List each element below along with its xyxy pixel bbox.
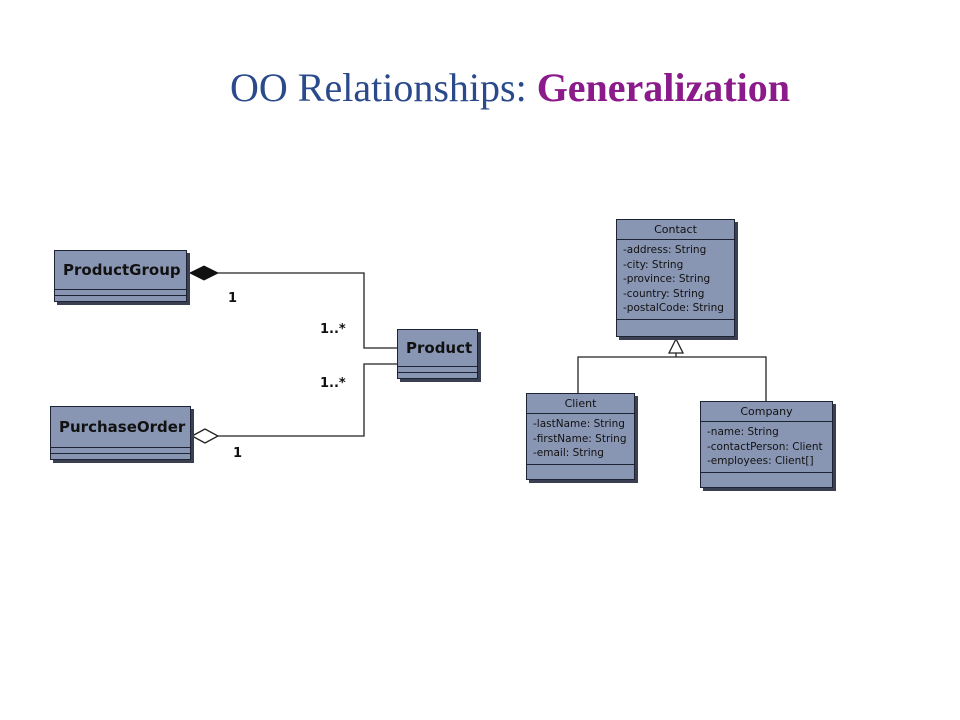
multiplicity-product-bottom: 1..*: [320, 376, 346, 391]
attribute: -name: String: [707, 426, 779, 438]
class-name: PurchaseOrder: [51, 407, 190, 448]
methods-compartment: [617, 320, 734, 336]
title-highlight: Generalization: [536, 65, 790, 110]
attribute: -employees: Client[]: [707, 455, 814, 468]
methods-compartment: [701, 473, 832, 487]
class-product: Product: [397, 329, 478, 379]
generalization-lines: [577, 356, 767, 401]
class-productgroup: ProductGroup: [54, 250, 187, 302]
methods-compartment: [55, 296, 186, 301]
attributes-compartment: -lastName: String -firstName: String -em…: [527, 414, 634, 465]
attribute: -firstName: String: [533, 432, 627, 445]
multiplicity-productgroup: 1: [228, 291, 238, 306]
composition-line: [218, 272, 398, 349]
class-name: Product: [398, 330, 477, 367]
generalization-arrow: [667, 337, 685, 354]
title-prefix: OO Relationships:: [230, 65, 537, 110]
class-purchaseorder: PurchaseOrder: [50, 406, 191, 460]
class-name: Client: [527, 394, 634, 414]
attribute: -postalCode: String: [623, 302, 724, 315]
attributes-compartment: -address: String -city: String -province…: [617, 240, 734, 320]
attributes-compartment: [51, 448, 190, 454]
multiplicity-product-top: 1..*: [320, 322, 346, 337]
attribute: -city: String: [623, 258, 684, 271]
attributes-compartment: -name: String -contactPerson: Client -em…: [701, 422, 832, 473]
attributes-compartment: [55, 290, 186, 296]
attribute: -province: String: [623, 273, 711, 286]
attributes-compartment: [398, 367, 477, 373]
class-contact: Contact -address: String -city: String -…: [616, 219, 735, 337]
aggregation-diamond: [190, 428, 220, 444]
aggregation-line: [218, 363, 398, 437]
attribute: -email: String: [533, 447, 604, 460]
multiplicity-purchaseorder: 1: [233, 446, 243, 461]
attribute: -lastName: String: [533, 418, 625, 430]
slide-title: OO Relationships: Generalization: [0, 64, 960, 111]
class-name: ProductGroup: [55, 251, 186, 290]
methods-compartment: [398, 373, 477, 378]
class-client: Client -lastName: String -firstName: Str…: [526, 393, 635, 480]
methods-compartment: [527, 465, 634, 479]
methods-compartment: [51, 454, 190, 459]
attribute: -address: String: [623, 244, 707, 256]
class-name: Company: [701, 402, 832, 422]
class-name: Contact: [617, 220, 734, 240]
class-company: Company -name: String -contactPerson: Cl…: [700, 401, 833, 488]
composition-diamond: [188, 265, 220, 281]
attribute: -contactPerson: Client: [707, 440, 823, 453]
attribute: -country: String: [623, 287, 705, 300]
